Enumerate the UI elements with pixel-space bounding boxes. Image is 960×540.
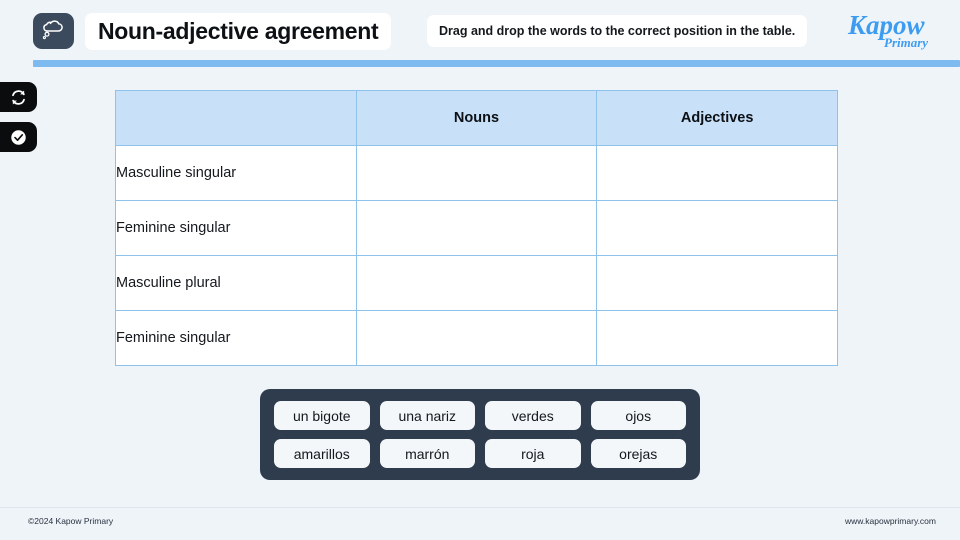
table-row: Feminine singular <box>115 310 838 366</box>
drop-zone-adjective-row-3[interactable] <box>596 255 838 311</box>
kapow-primary-logo: Kapow Primary <box>846 7 942 53</box>
word-bank-row-1: un bigote una nariz verdes ojos <box>274 401 686 430</box>
word-chip-roja[interactable]: roja <box>485 439 581 468</box>
footer-divider <box>0 507 960 508</box>
row-label-masculine-plural: Masculine plural <box>115 255 357 311</box>
drop-zone-adjective-row-4[interactable] <box>596 310 838 366</box>
instruction-text: Drag and drop the words to the correct p… <box>439 24 796 38</box>
brand-name-text: Kapow <box>847 10 926 40</box>
word-chip-una-nariz[interactable]: una nariz <box>379 401 475 430</box>
word-chip-ojos[interactable]: ojos <box>590 401 686 430</box>
table-header-nouns: Nouns <box>355 90 598 146</box>
reset-button[interactable] <box>0 82 37 112</box>
table-header-blank <box>115 90 357 146</box>
drop-zone-adjective-row-2[interactable] <box>596 200 838 256</box>
footer-copyright: ©2024 Kapow Primary <box>28 516 114 526</box>
row-label-feminine-singular-2: Feminine singular <box>115 310 357 366</box>
word-chip-marron[interactable]: marrón <box>379 439 475 468</box>
table-row: Masculine singular <box>115 145 838 201</box>
table-row: Feminine singular <box>115 200 838 256</box>
row-label-feminine-singular: Feminine singular <box>115 200 357 256</box>
word-bank-row-2: amarillos marrón roja orejas <box>274 439 686 468</box>
agreement-table: Nouns Adjectives Masculine singular Femi… <box>115 90 838 366</box>
brand-sub-text: Primary <box>884 35 928 50</box>
page-title-text: Noun-adjective agreement <box>98 18 379 44</box>
check-circle-icon <box>11 129 26 145</box>
drop-zone-noun-row-3[interactable] <box>355 255 598 311</box>
word-chip-un-bigote[interactable]: un bigote <box>274 401 370 430</box>
table-header-adjectives: Adjectives <box>596 90 838 146</box>
thought-bubble-icon <box>33 13 74 49</box>
footer-website: www.kapowprimary.com <box>844 516 936 526</box>
drop-zone-noun-row-1[interactable] <box>355 145 598 201</box>
page-header: Noun-adjective agreement Drag and drop t… <box>0 0 960 67</box>
word-chip-orejas[interactable]: orejas <box>590 439 686 468</box>
page-title: Noun-adjective agreement <box>85 13 392 50</box>
header-divider <box>33 60 960 67</box>
drop-zone-noun-row-2[interactable] <box>355 200 598 256</box>
word-bank-panel: un bigote una nariz verdes ojos amarillo… <box>260 389 700 480</box>
table-row: Masculine plural <box>115 255 838 311</box>
word-chip-verdes[interactable]: verdes <box>485 401 581 430</box>
drop-zone-adjective-row-1[interactable] <box>596 145 838 201</box>
instruction-banner: Drag and drop the words to the correct p… <box>427 15 808 47</box>
check-answers-button[interactable] <box>0 122 37 152</box>
drop-zone-noun-row-4[interactable] <box>355 310 598 366</box>
word-chip-amarillos[interactable]: amarillos <box>274 439 370 468</box>
table-header-row: Nouns Adjectives <box>115 90 838 146</box>
refresh-icon <box>12 89 25 105</box>
row-label-masculine-singular: Masculine singular <box>115 145 357 201</box>
